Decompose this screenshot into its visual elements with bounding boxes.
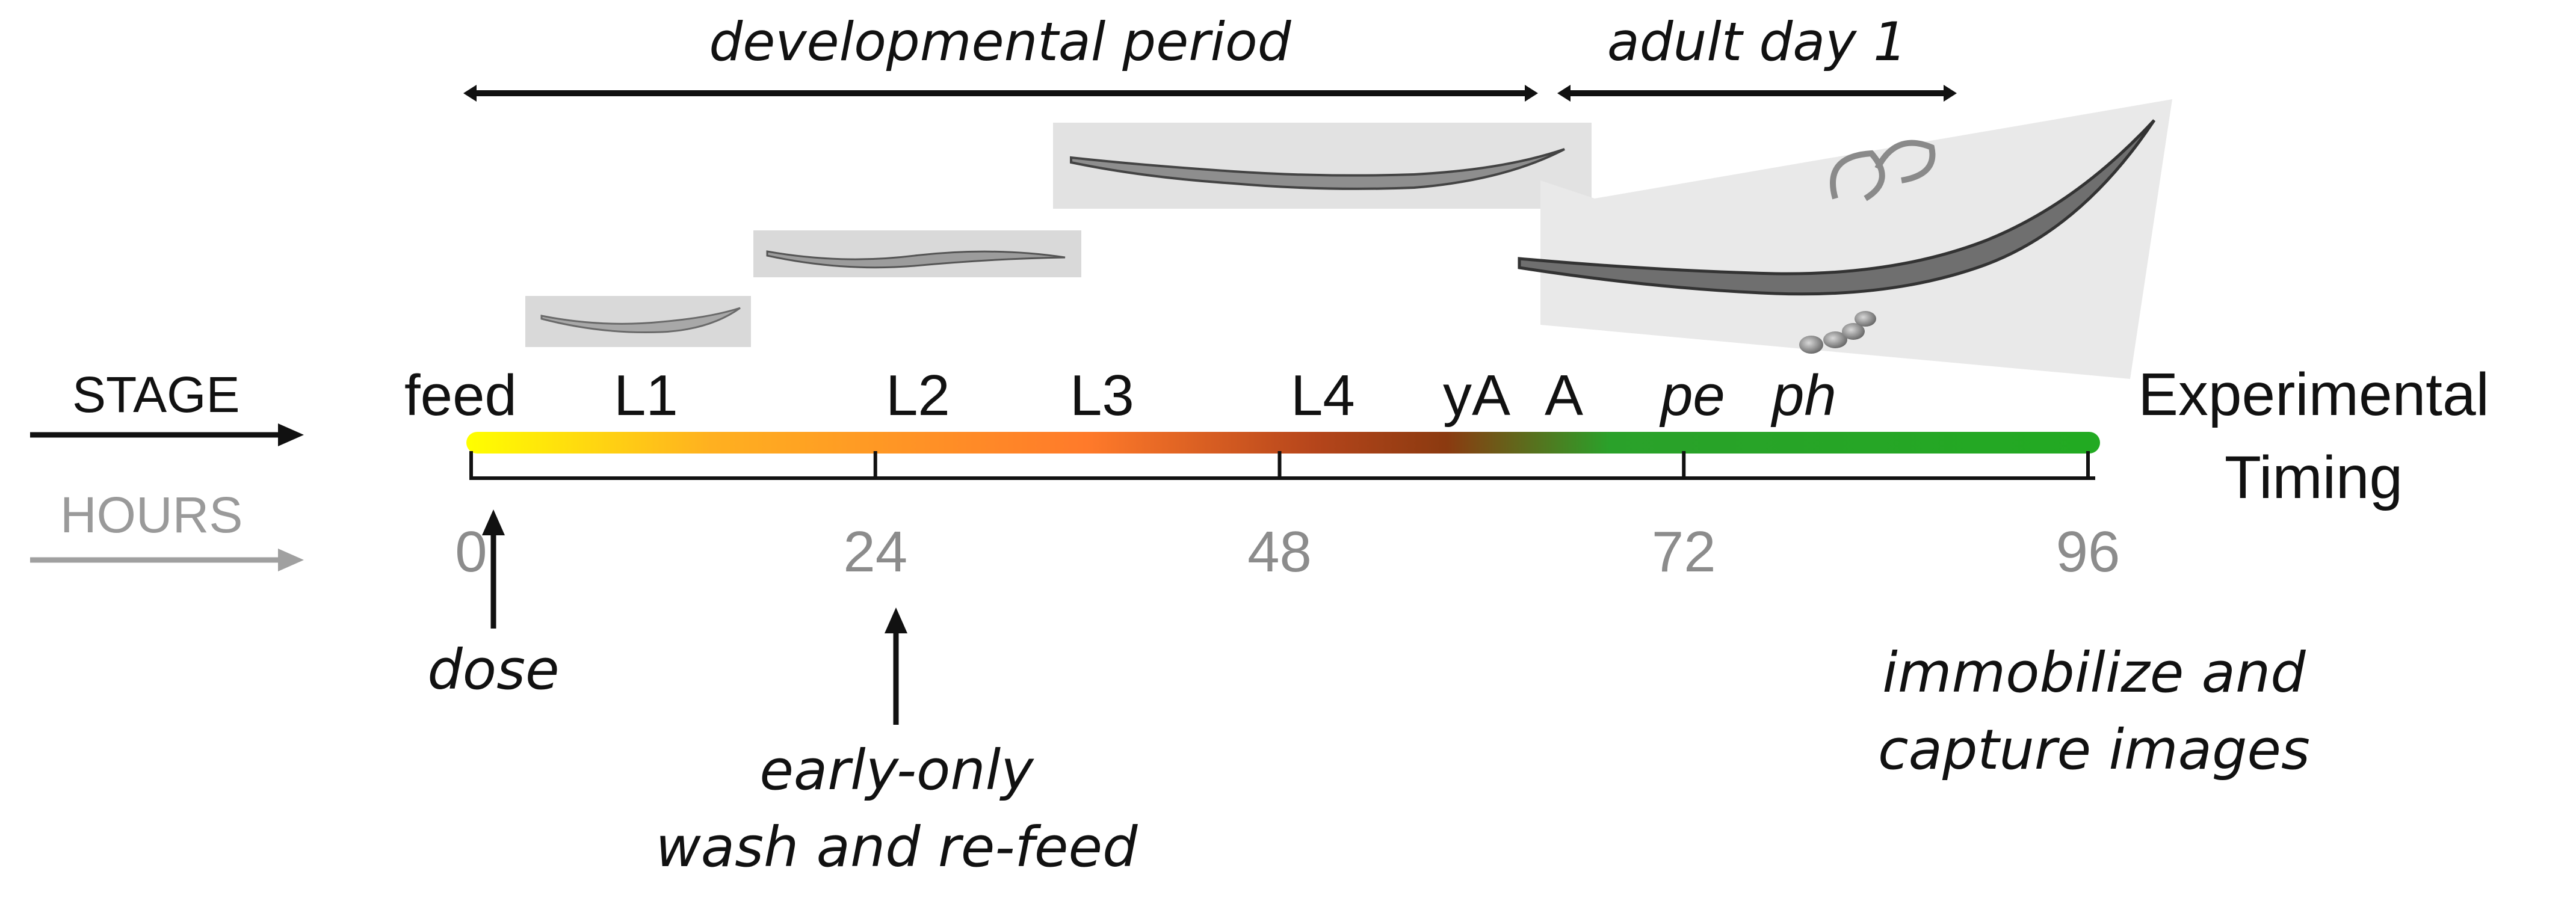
dose-arrow bbox=[482, 509, 505, 629]
capture-label-line2: capture images bbox=[1878, 718, 2310, 782]
stage-label-ph: ph bbox=[1770, 363, 1836, 428]
worm-image-l1 bbox=[525, 296, 751, 347]
experimental-timing-title-line1: Experimental bbox=[2138, 361, 2489, 428]
stage-label-ya: yA bbox=[1443, 363, 1510, 428]
egg bbox=[1799, 336, 1823, 354]
early-wash-label-line2: wash and re-feed bbox=[655, 815, 1138, 879]
early-wash-label-line1: early-only bbox=[759, 738, 1034, 802]
developmental-period-bracket: developmental period bbox=[463, 11, 1538, 102]
stage-color-bar bbox=[466, 432, 2100, 454]
egg bbox=[1855, 311, 1876, 327]
egg bbox=[1823, 331, 1847, 348]
egg bbox=[1842, 323, 1865, 340]
hour-label-72: 72 bbox=[1652, 520, 1716, 584]
hour-label-24: 24 bbox=[843, 520, 907, 584]
worm-image-l2 bbox=[753, 230, 1081, 277]
worm-image-l4 bbox=[1053, 123, 1592, 209]
stage-label-l2: L2 bbox=[886, 363, 950, 428]
capture-label-line1: immobilize and bbox=[1882, 641, 2306, 705]
hours-row-label: HOURS bbox=[60, 487, 242, 543]
hours-row-arrow bbox=[30, 549, 304, 571]
stage-label-feed: feed bbox=[404, 363, 517, 428]
stage-label-pe: pe bbox=[1659, 363, 1725, 428]
stage-labels: feed L1 L2 L3 L4 yA A pe ph bbox=[404, 363, 1836, 428]
hour-axis: 0 24 48 72 96 bbox=[455, 451, 2120, 584]
stage-label-l4: L4 bbox=[1291, 363, 1355, 428]
experimental-timing-title-line2: Timing bbox=[2225, 444, 2403, 511]
developmental-period-label: developmental period bbox=[709, 11, 1291, 73]
adult-day-1-bracket: adult day 1 bbox=[1557, 11, 1957, 102]
hour-label-96: 96 bbox=[2056, 520, 2120, 584]
stage-label-l3: L3 bbox=[1070, 363, 1134, 428]
hour-label-48: 48 bbox=[1247, 520, 1312, 584]
worm-image-adult bbox=[1518, 99, 2172, 379]
stage-label-a: A bbox=[1545, 363, 1583, 428]
stage-row-label: STAGE bbox=[72, 366, 240, 423]
hour-label-0: 0 bbox=[455, 520, 487, 584]
stage-row-arrow bbox=[30, 423, 304, 446]
early-wash-arrow bbox=[885, 607, 907, 725]
adult-day-1-label: adult day 1 bbox=[1607, 11, 1907, 73]
dose-label: dose bbox=[427, 638, 559, 702]
stage-label-l1: L1 bbox=[614, 363, 678, 428]
